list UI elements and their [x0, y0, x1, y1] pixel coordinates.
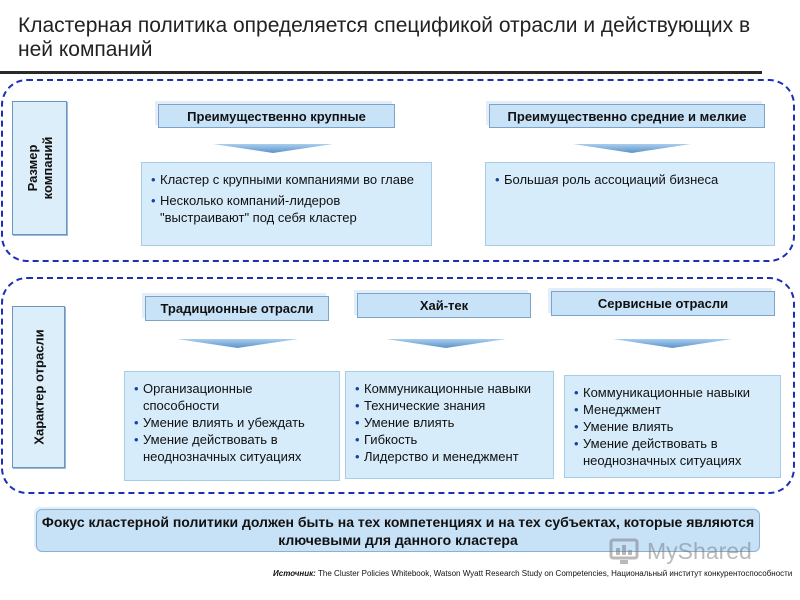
watermark: MyShared	[607, 536, 777, 570]
box-hi-tech: Коммуникационные навыки Технические знан…	[345, 371, 554, 479]
slide-title: Кластерная политика определяется специфи…	[18, 14, 751, 61]
industry-type-label-text: Характер отрасли	[31, 329, 46, 445]
bullet-item: Умение влиять	[355, 414, 543, 431]
bullet-item: Гибкость	[355, 431, 543, 448]
bullet-item: Кластер с крупными компаниями во главе	[151, 171, 421, 188]
bullet-item: Умение влиять	[574, 418, 770, 435]
industry-type-group	[1, 277, 795, 494]
header-small-medium: Преимущественно средние и мелкие	[489, 104, 765, 128]
bullet-item: Технические знания	[355, 397, 543, 414]
box-traditional: Организационные способности Умение влият…	[124, 371, 340, 481]
bullet-item: Менеджмент	[574, 401, 770, 418]
source-text: The Cluster Policies Whitebook, Watson W…	[318, 569, 793, 578]
bullet-item: Организационные способности	[134, 380, 329, 414]
company-size-label-text: Размер компаний	[24, 136, 55, 200]
company-size-label: Размер компаний	[12, 101, 67, 235]
bullet-item: Несколько компаний-лидеров "выстраивают"…	[151, 192, 421, 226]
company-size-group	[1, 79, 795, 262]
watermark-logo-icon	[609, 538, 639, 564]
header-hi-tech: Хай-тек	[357, 293, 531, 318]
title-divider	[0, 71, 762, 74]
bullet-item: Умение действовать в неоднозначных ситуа…	[134, 431, 329, 465]
arrow-hi-tech	[386, 339, 506, 348]
header-large-companies: Преимущественно крупные	[158, 104, 395, 128]
arrow-large-companies	[213, 144, 333, 153]
bullet-item: Лидерство и менеджмент	[355, 448, 543, 465]
industry-type-label: Характер отрасли	[12, 306, 65, 468]
source-prefix: Источник:	[273, 569, 316, 578]
header-traditional: Традиционные отрасли	[145, 296, 329, 321]
arrow-small-medium	[573, 144, 691, 153]
box-service: Коммуникационные навыки Менеджмент Умени…	[564, 375, 781, 478]
bullet-item: Коммуникационные навыки	[574, 384, 770, 401]
box-small-medium: Большая роль ассоциаций бизнеса	[485, 162, 775, 246]
bullet-item: Коммуникационные навыки	[355, 380, 543, 397]
bullet-item: Умение влиять и убеждать	[134, 414, 329, 431]
bullet-item: Большая роль ассоциаций бизнеса	[495, 171, 764, 188]
bullet-item: Умение действовать в неоднозначных ситуа…	[574, 435, 770, 469]
header-service: Сервисные отрасли	[551, 291, 775, 316]
source-note: Источник: The Cluster Policies Whitebook…	[273, 568, 800, 582]
focus-banner: Фокус кластерной политики должен быть на…	[36, 509, 760, 552]
box-large-companies: Кластер с крупными компаниями во главе Н…	[141, 162, 432, 246]
arrow-traditional	[177, 339, 298, 348]
arrow-service	[613, 339, 732, 348]
watermark-text: MyShared	[647, 538, 752, 564]
